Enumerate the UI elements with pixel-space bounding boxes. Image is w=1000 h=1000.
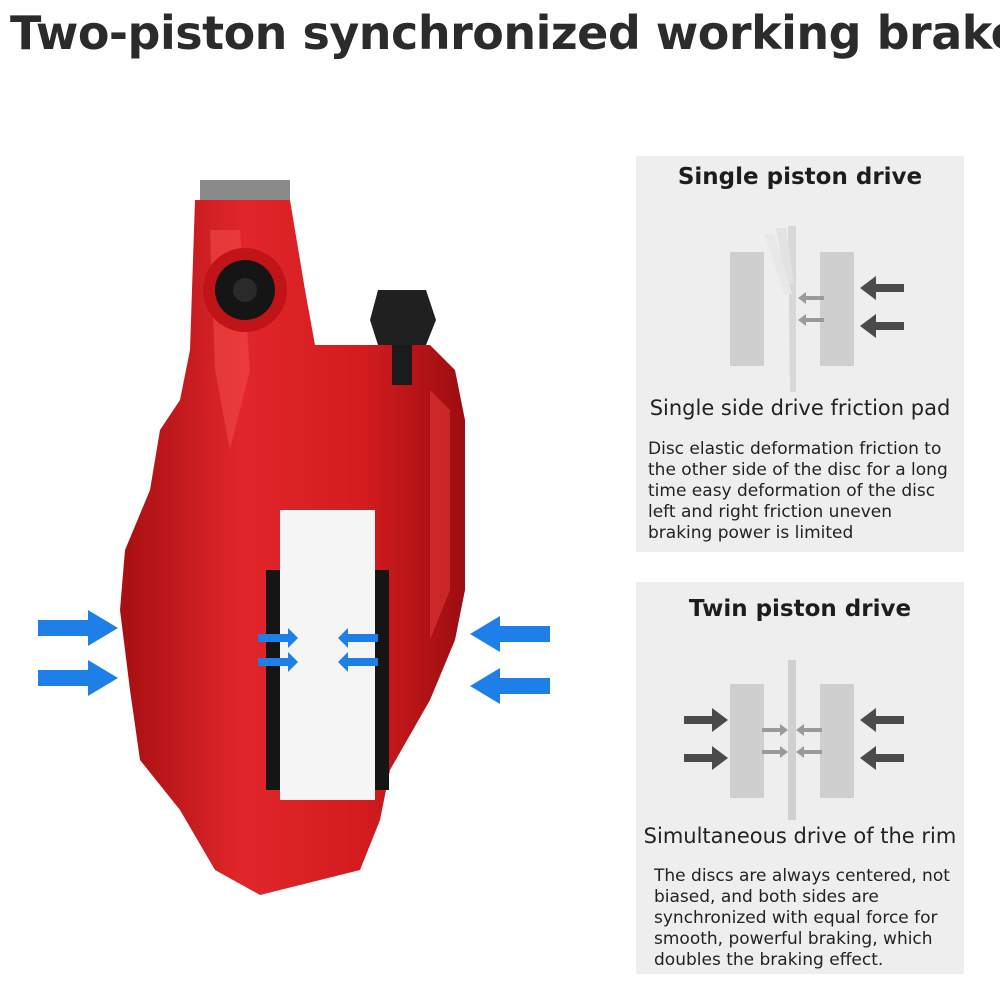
panel-title: Single piston drive <box>677 164 923 190</box>
force-arrow-icon <box>684 708 904 770</box>
left-brake-pad <box>730 252 764 366</box>
disc <box>788 660 796 820</box>
right-brake-pad <box>820 684 854 798</box>
force-arrow-icon <box>38 610 550 704</box>
page-title: Two-piston synchronized working brake <box>10 6 1000 60</box>
panel-subtitle: Single side drive friction pad <box>649 396 951 420</box>
panel-title: Twin piston drive <box>688 596 912 622</box>
small-arrow-icon <box>798 292 824 326</box>
right-brake-pad <box>820 252 854 366</box>
brake-caliper-image <box>38 180 550 895</box>
panel-description: Disc elastic deformation friction to the… <box>648 439 948 543</box>
pad-window <box>280 510 375 800</box>
force-arrow-icon <box>860 276 904 338</box>
single-piston-diagram <box>730 226 904 392</box>
twin-piston-diagram <box>684 660 904 820</box>
panel-description: The discs are always centered, not biase… <box>654 866 950 970</box>
single-piston-panel: Single piston drive Single side drive fr… <box>636 156 964 552</box>
panel-subtitle: Simultaneous drive of the rim <box>643 824 957 848</box>
left-brake-pad <box>730 684 764 798</box>
small-arrow-icon <box>762 724 822 758</box>
twin-piston-panel: Twin piston drive Simultaneous drive of … <box>636 582 964 974</box>
